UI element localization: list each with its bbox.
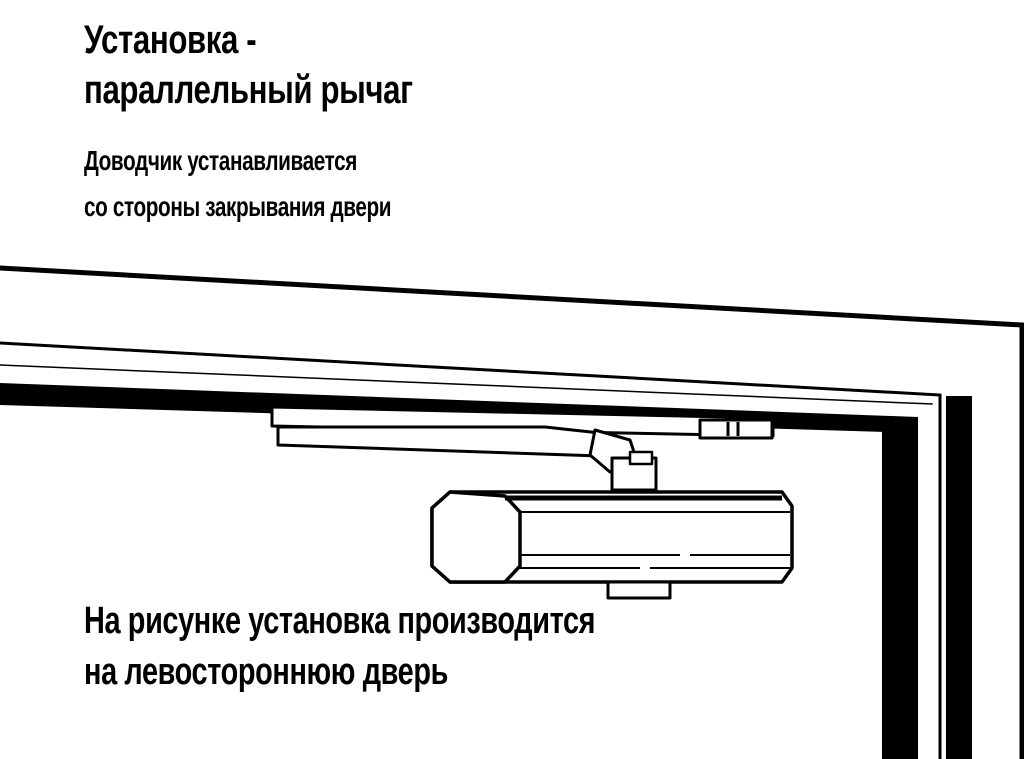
jamb-vertical-bar	[882, 419, 918, 759]
heading-line-2: параллельный рычаг	[84, 68, 413, 112]
subheading-line-1: Доводчик устанавливается	[84, 145, 358, 176]
frame-vertical-bar	[946, 396, 972, 759]
parallel-arm	[270, 405, 775, 492]
caption-line-2: на левостороннюю дверь	[84, 651, 448, 693]
frame-outer-edge	[0, 265, 1024, 759]
heading-line-1: Установка -	[84, 18, 257, 62]
closer-body	[430, 490, 794, 600]
door-frame	[0, 265, 1024, 759]
subheading-line-2: со стороны закрывания двери	[84, 191, 392, 222]
frame-inner-line	[0, 364, 933, 405]
arm-lever	[276, 425, 602, 458]
arm-end-cap	[698, 418, 774, 440]
closer-end-cap	[430, 490, 522, 584]
arm-pivot-nut	[628, 450, 654, 466]
frame-inner-edge	[0, 341, 942, 759]
caption-line-1: На рисунке установка производится	[84, 600, 596, 642]
closer-bottom-shaft	[606, 580, 672, 600]
